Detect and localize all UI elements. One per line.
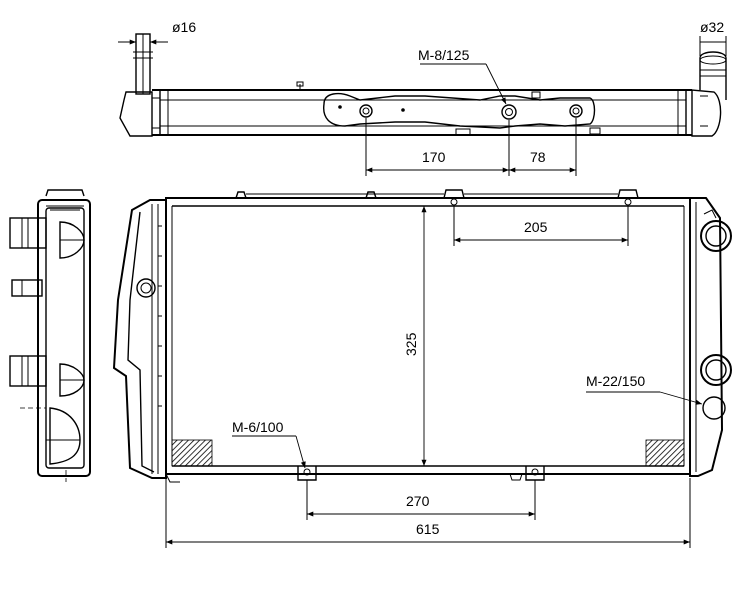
outlet-port-upper-icon <box>700 220 732 252</box>
right-mount-callout: M-22/150 <box>586 373 703 405</box>
right-mount-label: M-22/150 <box>586 373 645 389</box>
spacing-205-dimension: 205 <box>453 206 629 246</box>
front-bottom-brackets <box>165 466 545 483</box>
top-core-bar <box>152 89 692 136</box>
front-left-drain-icon <box>136 278 156 298</box>
front-top-rail <box>235 189 639 206</box>
front-view: 205 325 M-6/100 M-22/150 270 <box>112 189 732 548</box>
inlet-diameter-label: ø16 <box>172 19 196 35</box>
top-view: ø16 ø32 M-8/125 170 78 <box>118 19 727 176</box>
height-325-label: 325 <box>403 332 419 356</box>
side-lower-bowl <box>49 407 81 465</box>
side-middle-nipple <box>11 279 43 297</box>
right-end-tank-top <box>691 51 727 137</box>
width-615-dimension: 615 <box>165 478 691 548</box>
outlet-port-lower-icon <box>700 354 732 386</box>
height-325-dimension: 325 <box>403 206 427 466</box>
side-upper-pipe <box>9 217 85 259</box>
top-mounting-plate <box>296 81 601 136</box>
side-view <box>9 189 91 482</box>
spacing-205-label: 205 <box>524 219 548 235</box>
top-spacing-dimensions: 170 78 <box>365 118 577 176</box>
left-tank-notches <box>158 225 162 407</box>
spacing-78-label: 78 <box>530 149 546 165</box>
inlet-diameter-dimension: ø16 <box>118 19 196 46</box>
front-right-tank <box>689 197 732 477</box>
bottom-left-mount-callout: M-6/100 <box>232 419 306 469</box>
outlet-diameter-dimension: ø32 <box>699 19 727 56</box>
top-mount-label: M-8/125 <box>418 47 470 63</box>
outlet-diameter-label: ø32 <box>700 19 724 35</box>
width-615-label: 615 <box>416 521 440 537</box>
spacing-270-dimension: 270 <box>306 480 536 520</box>
core-hatch-left <box>171 439 213 467</box>
sensor-port-icon <box>702 396 726 420</box>
spacing-170-label: 170 <box>422 149 446 165</box>
top-mount-callout: M-8/125 <box>418 47 507 105</box>
core-hatch-right <box>645 439 685 467</box>
side-lower-pipe <box>9 355 85 397</box>
bottom-left-mount-label: M-6/100 <box>232 419 284 435</box>
spacing-270-label: 270 <box>406 493 430 509</box>
left-end-tank <box>119 91 153 137</box>
inlet-pipe <box>133 33 153 95</box>
